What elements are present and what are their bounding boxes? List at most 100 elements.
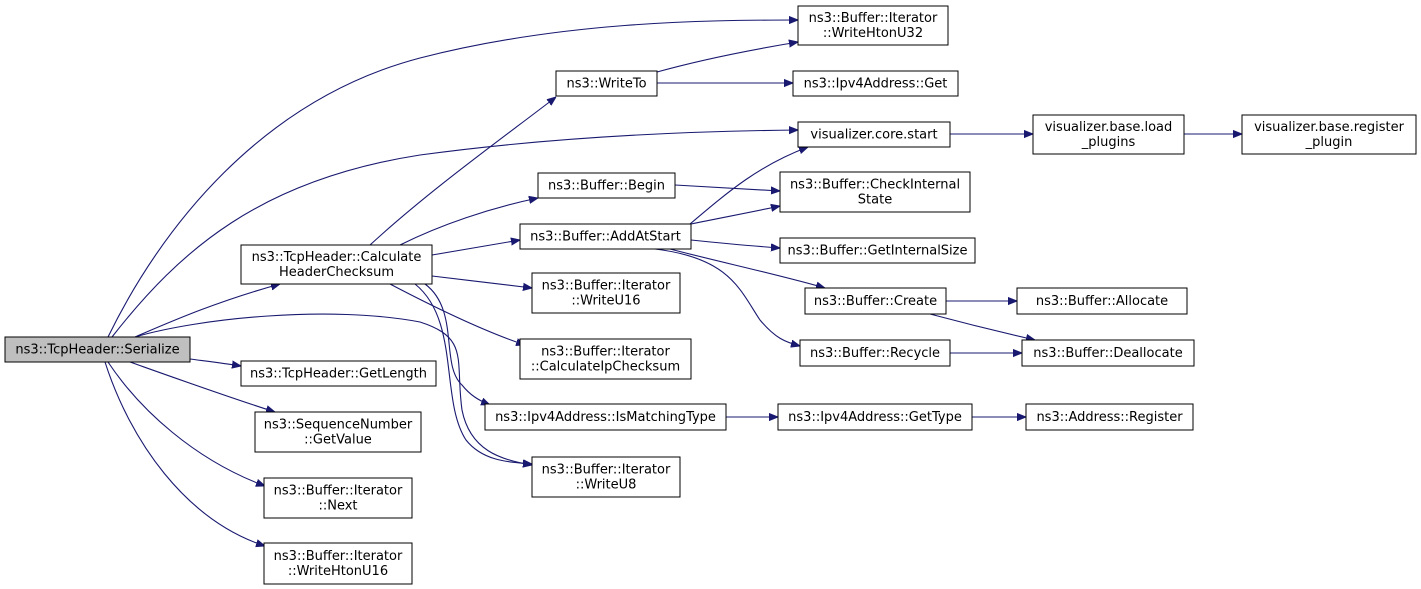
node-begin[interactable]: ns3::Buffer::Begin <box>537 172 676 199</box>
node-box <box>792 70 959 97</box>
node-box <box>777 403 973 431</box>
node-label: ns3::Buffer::Allocate <box>1036 294 1168 309</box>
node-writehtonu32[interactable]: ns3::Buffer::Iterator::WriteHtonU32 <box>797 5 949 46</box>
node-box <box>254 411 422 453</box>
edge-calcchecksum-to-calcipchecksum <box>389 283 525 345</box>
node-label: ns3::Buffer::Begin <box>548 179 665 194</box>
node-label: ::WriteU16 <box>571 294 640 309</box>
node-box <box>804 287 947 315</box>
node-next[interactable]: ns3::Buffer::Iterator::Next <box>263 477 413 519</box>
node-label: ns3::Ipv4Address::IsMatchingType <box>495 410 716 425</box>
node-box <box>263 542 413 585</box>
node-writehtonu16[interactable]: ns3::Buffer::Iterator::WriteHtonU16 <box>263 542 413 585</box>
node-box <box>779 237 976 264</box>
node-deallocate[interactable]: ns3::Buffer::Deallocate <box>1021 339 1195 367</box>
node-label: ns3::TcpHeader::GetLength <box>250 367 427 382</box>
node-label: ns3::Address::Register <box>1036 410 1183 425</box>
edge-addatstart-to-create <box>669 248 825 288</box>
node-label: ns3::Buffer::Iterator <box>541 345 670 360</box>
node-box <box>799 339 951 367</box>
node-label: ns3::Buffer::Iterator <box>809 11 938 26</box>
node-box <box>240 244 433 285</box>
node-writeu8[interactable]: ns3::Buffer::Iterator::WriteU8 <box>531 456 681 498</box>
node-label: visualizer.base.register <box>1254 120 1405 135</box>
edge-calcchecksum-to-begin <box>399 198 538 246</box>
node-serialize[interactable]: ns3::TcpHeader::Serialize <box>4 336 191 363</box>
node-label: ns3::Buffer::Iterator <box>274 484 403 499</box>
node-label: ns3::Ipv4Address::Get <box>804 77 948 92</box>
edge-addatstart-to-getinternalsize <box>690 239 780 248</box>
node-label: ns3::Ipv4Address::GetType <box>788 410 962 425</box>
node-register[interactable]: ns3::Address::Register <box>1025 403 1194 431</box>
node-box <box>555 70 658 97</box>
edge-serialize-to-writehtonu16 <box>104 361 265 546</box>
node-box <box>1241 114 1417 155</box>
edge-addatstart-to-corestart <box>689 147 808 225</box>
node-label: ::WriteU8 <box>576 478 637 493</box>
node-allocate[interactable]: ns3::Buffer::Allocate <box>1016 287 1188 315</box>
node-getinternalsize[interactable]: ns3::Buffer::GetInternalSize <box>779 237 976 264</box>
edge-serialize-to-writehtonu32 <box>107 20 798 338</box>
node-gettype[interactable]: ns3::Ipv4Address::GetType <box>777 403 973 431</box>
edge-serialize-to-getlength <box>189 358 241 366</box>
node-label: ns3::Buffer::Create <box>814 294 937 309</box>
node-box <box>519 223 692 250</box>
node-label: visualizer.core.start <box>810 128 937 143</box>
node-box <box>1016 287 1188 315</box>
node-label: ns3::Buffer::AddAtStart <box>530 230 681 245</box>
node-box <box>1032 114 1185 155</box>
edge-calcchecksum-to-ismatchingtype <box>424 283 490 406</box>
node-addatstart[interactable]: ns3::Buffer::AddAtStart <box>519 223 692 250</box>
node-label: ns3::Buffer::Iterator <box>542 279 671 294</box>
node-label: _plugins <box>1081 135 1136 150</box>
node-create[interactable]: ns3::Buffer::Create <box>804 287 947 315</box>
node-box <box>4 336 191 363</box>
node-box <box>1021 339 1195 367</box>
node-label: ::Next <box>318 499 357 514</box>
node-label: ::WriteHtonU16 <box>288 564 388 579</box>
node-corestart[interactable]: visualizer.core.start <box>797 121 951 148</box>
edge-serialize-to-corestart <box>111 130 798 338</box>
node-box <box>797 121 951 148</box>
node-label: visualizer.base.load <box>1045 120 1173 135</box>
node-getvalue[interactable]: ns3::SequenceNumber::GetValue <box>254 411 422 453</box>
edge-serialize-to-next <box>107 361 265 486</box>
node-label: ns3::TcpHeader::Calculate <box>252 250 422 265</box>
node-label: ns3::SequenceNumber <box>264 418 413 433</box>
nodes: ns3::TcpHeader::Serializens3::Buffer::It… <box>4 5 1417 585</box>
edge-create-to-deallocate <box>929 313 1035 340</box>
edge-serialize-to-calcchecksum <box>134 284 280 338</box>
node-box <box>519 338 692 380</box>
node-label: ns3::Buffer::Recycle <box>810 346 940 361</box>
node-box <box>484 403 727 431</box>
edge-addatstart-to-recycle <box>654 248 800 346</box>
node-label: ::WriteHtonU32 <box>823 26 923 41</box>
node-box <box>779 171 971 213</box>
node-calcipchecksum[interactable]: ns3::Buffer::Iterator::CalculateIpChecks… <box>519 338 692 380</box>
node-recycle[interactable]: ns3::Buffer::Recycle <box>799 339 951 367</box>
node-label: ns3::Buffer::Iterator <box>542 463 671 478</box>
node-writeto[interactable]: ns3::WriteTo <box>555 70 658 97</box>
node-getlength[interactable]: ns3::TcpHeader::GetLength <box>240 360 437 387</box>
node-label: ns3::WriteTo <box>566 77 646 92</box>
edge-serialize-to-writeu8 <box>134 313 532 465</box>
node-box <box>797 5 949 46</box>
node-loadplugins[interactable]: visualizer.base.load_plugins <box>1032 114 1185 155</box>
node-box <box>531 272 681 314</box>
node-ipv4get[interactable]: ns3::Ipv4Address::Get <box>792 70 959 97</box>
node-label: ::GetValue <box>304 433 372 448</box>
node-label: State <box>858 193 892 208</box>
node-box <box>240 360 437 387</box>
node-writeu16[interactable]: ns3::Buffer::Iterator::WriteU16 <box>531 272 681 314</box>
edge-addatstart-to-checkinternal <box>690 206 780 225</box>
node-ismatchingtype[interactable]: ns3::Ipv4Address::IsMatchingType <box>484 403 727 431</box>
node-label: ns3::Buffer::Iterator <box>274 549 403 564</box>
node-label: ns3::Buffer::CheckInternal <box>790 178 960 193</box>
node-label: ns3::Buffer::Deallocate <box>1033 346 1182 361</box>
node-registerplugin[interactable]: visualizer.base.register_plugin <box>1241 114 1417 155</box>
edge-begin-to-checkinternal <box>674 184 780 191</box>
edge-writeto-to-writehtonu32 <box>656 42 798 73</box>
